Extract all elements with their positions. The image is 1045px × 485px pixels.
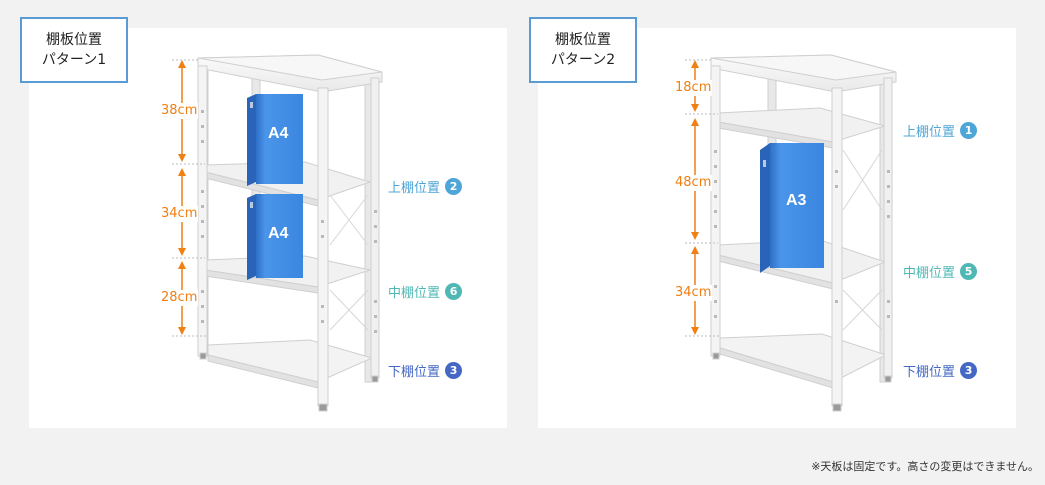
pattern2-lower-position: 下棚位置 3 [903, 361, 978, 380]
pattern2-title-line2: パターン2 [550, 52, 616, 68]
position-label: 上棚位置 [388, 181, 441, 196]
pattern1-title-line1: 棚板位置 [46, 32, 102, 48]
dim-top-2: 18cm [674, 80, 713, 96]
position-number-badge: 3 [445, 362, 463, 379]
binder-a4-middle [247, 194, 303, 280]
pattern2-middle-position: 中棚位置 5 [903, 262, 978, 281]
binder-a4-top [247, 94, 303, 186]
binder-a3 [760, 143, 824, 273]
position-label: 下棚位置 [903, 365, 956, 380]
pattern1-lower-position: 下棚位置 3 [388, 361, 463, 380]
position-number-badge: 6 [445, 283, 463, 300]
pattern2-title-line1: 棚板位置 [555, 32, 611, 48]
dim-bottom-1: 28cm [160, 290, 199, 306]
dimension-ticks-1 [172, 59, 208, 337]
position-number-badge: 1 [960, 122, 978, 139]
dim-mid-2: 48cm [674, 175, 713, 191]
pattern2-title-box: 棚板位置 パターン2 [529, 17, 637, 83]
dim-mid-1: 34cm [160, 206, 199, 222]
pattern1-upper-position: 上棚位置 2 [388, 177, 463, 196]
footnote: ※天板は固定です。高さの変更はできません。 [811, 460, 1039, 473]
dim-top-1: 38cm [160, 103, 199, 119]
position-number-badge: 5 [960, 263, 978, 280]
dim-bottom-2: 34cm [674, 285, 713, 301]
pattern2-upper-position: 上棚位置 1 [903, 121, 978, 140]
post-holes-1 [201, 110, 377, 333]
position-label: 中棚位置 [903, 266, 956, 281]
pattern1-title-line2: パターン1 [41, 52, 107, 68]
post-holes-2 [714, 150, 890, 318]
position-label: 下棚位置 [388, 365, 441, 380]
pattern1-title-box: 棚板位置 パターン1 [20, 17, 128, 83]
position-number-badge: 2 [445, 178, 463, 195]
binder-a3-label: A3 [786, 192, 807, 209]
binder-a4-top-label: A4 [268, 125, 289, 142]
position-number-badge: 3 [960, 362, 978, 379]
binder-a4-middle-label: A4 [268, 225, 289, 242]
position-label: 上棚位置 [903, 125, 956, 140]
pattern1-middle-position: 中棚位置 6 [388, 282, 463, 301]
position-label: 中棚位置 [388, 286, 441, 301]
dimension-ticks-2 [685, 59, 720, 337]
